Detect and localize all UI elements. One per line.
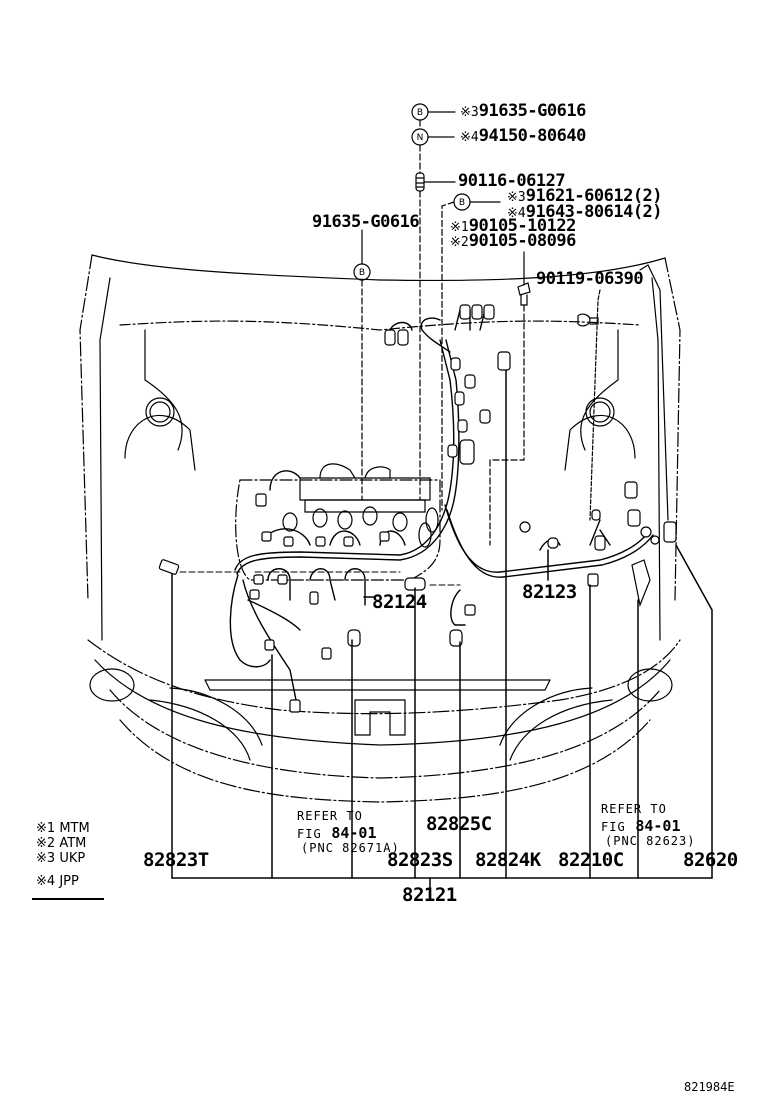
part-label-82620: 82620 <box>683 849 738 871</box>
connectors <box>158 304 677 713</box>
part-label-90116-06127: 90116-06127 <box>458 171 566 191</box>
svg-text:B: B <box>417 108 423 118</box>
part-label-91635-G0616-ukp: ※391635-G0616 <box>460 101 586 121</box>
part-label-82824K: 82824K <box>475 849 541 871</box>
part-label-90105-08096: ※290105-08096 <box>450 231 576 251</box>
bolt-side-icon <box>577 313 591 327</box>
svg-text:B: B <box>459 198 465 208</box>
leader-lines-top <box>361 111 669 546</box>
part-label-90119-06390: 90119-06390 <box>536 269 644 289</box>
part-label-82121: 82121 <box>402 884 457 906</box>
vehicle-body-outline <box>79 254 681 803</box>
svg-text:N: N <box>417 133 424 143</box>
refer-note-82623: REFER TO FIG 84-01 (PNC 82623) <box>601 802 696 848</box>
part-label-82210C: 82210C <box>558 849 624 871</box>
part-label-82825C: 82825C <box>426 813 492 835</box>
strut-tower-left <box>145 397 175 427</box>
part-label-94150-80640: ※494150-80640 <box>460 126 586 146</box>
harness-label-82123: 82123 <box>522 581 577 603</box>
legend: ※1 MTM ※2 ATM ※3 UKP ※4 JPP <box>36 821 90 889</box>
fastener-glyphs: B N B B <box>359 108 465 278</box>
screw-icon <box>517 282 531 296</box>
part-label-91621-60612: ※391621-60612(2) <box>507 186 663 206</box>
part-label-91643-80614: ※491643-80614(2) <box>507 202 663 222</box>
part-label-82823T: 82823T <box>143 849 209 871</box>
legend-item-ukp: ※3 UKP <box>36 851 86 866</box>
refer-note-82671A: REFER TO FIG 84-01 (PNC 82671A) <box>297 809 400 855</box>
strut-tower-right <box>585 397 615 427</box>
legend-item-mtm: ※1 MTM <box>36 821 90 836</box>
part-label-82823S: 82823S <box>387 849 453 871</box>
figure-code: 821984E <box>684 1080 735 1094</box>
stud-icon <box>415 172 425 192</box>
legend-item-atm: ※2 ATM <box>36 836 87 851</box>
part-label-90105-10122: ※190105-10122 <box>450 216 576 236</box>
engine-block <box>235 463 441 581</box>
legend-underline <box>32 898 104 900</box>
leader-lines-bottom <box>171 369 713 889</box>
svg-text:B: B <box>359 268 365 278</box>
part-label-91635-G0616: 91635-G0616 <box>312 212 420 232</box>
harness-label-82124: 82124 <box>372 591 427 613</box>
legend-item-jpp: ※4 JPP <box>36 874 79 889</box>
